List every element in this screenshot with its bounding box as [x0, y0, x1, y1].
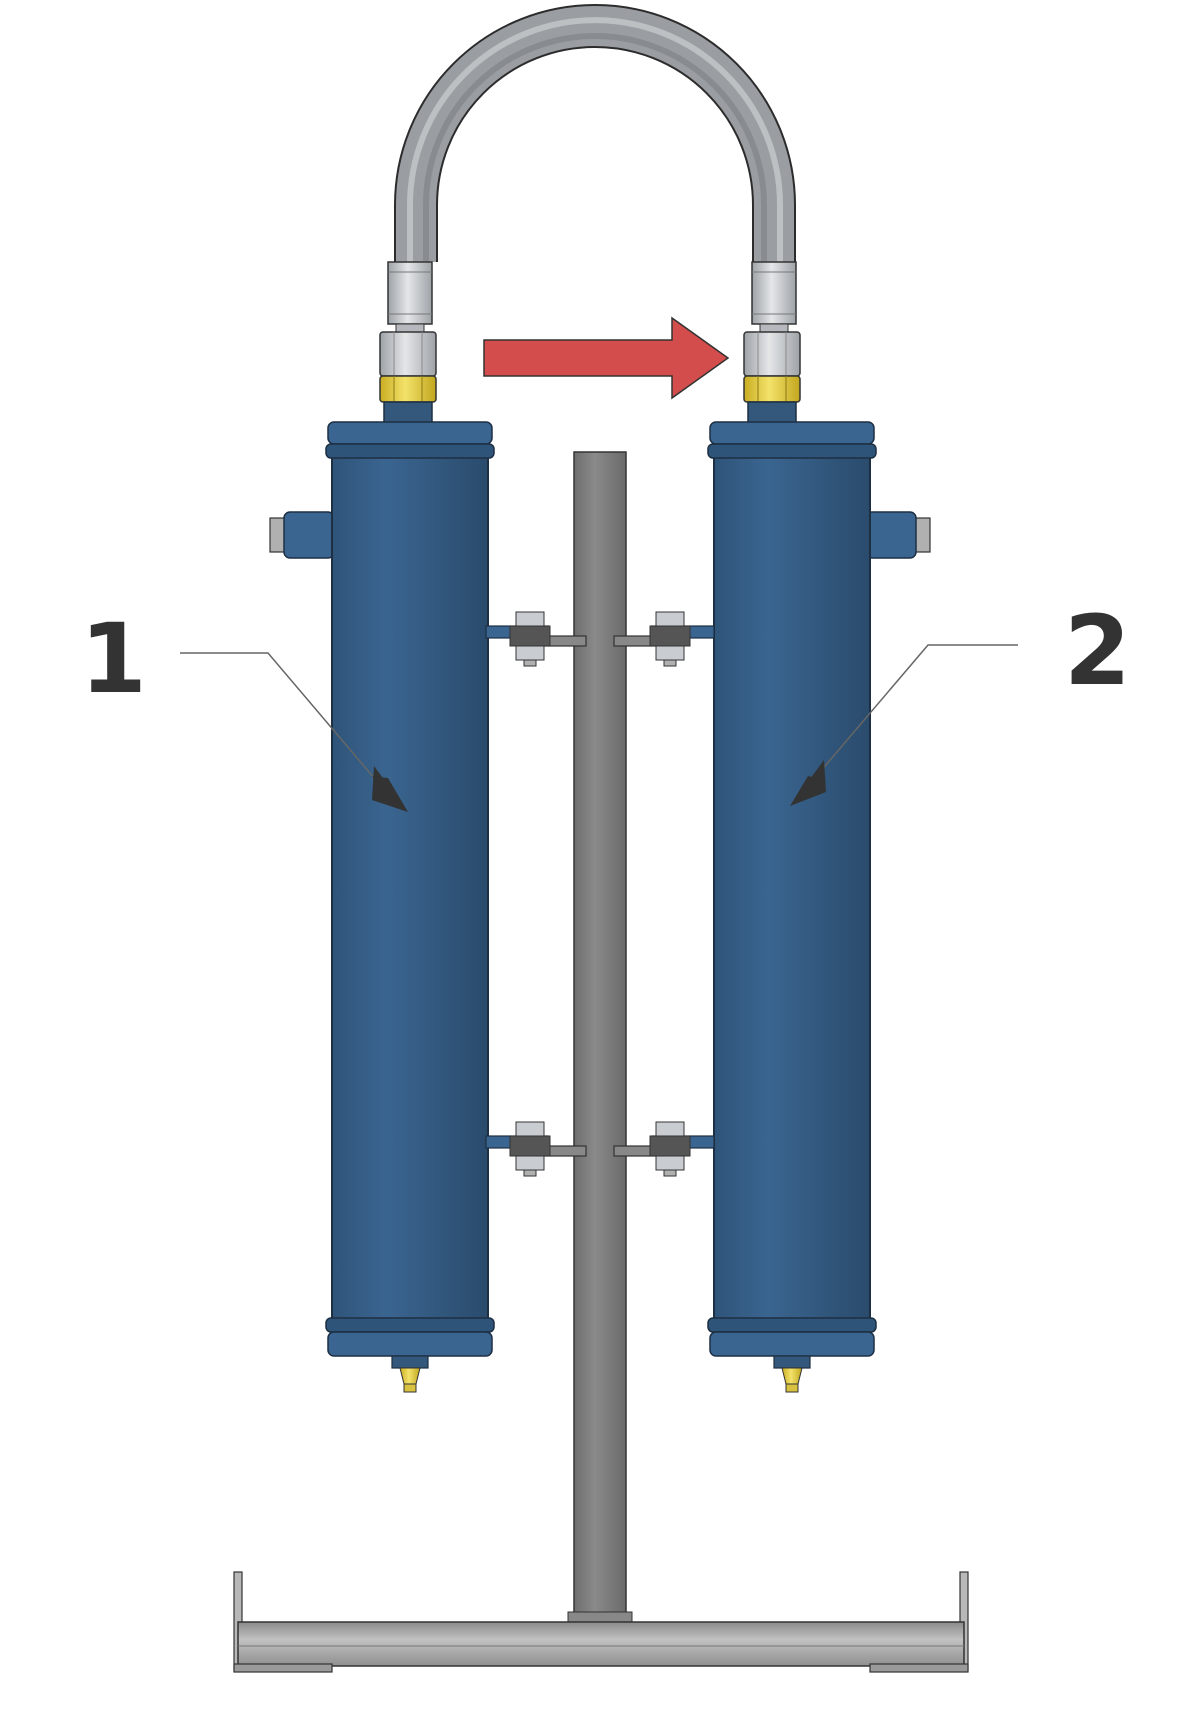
callout-leader-1 [180, 652, 408, 812]
hose [394, 4, 796, 262]
stand-base [233, 1571, 969, 1673]
filter-canister-2 [707, 421, 931, 1393]
stand-pole [567, 451, 633, 1623]
upper-brackets [485, 611, 715, 667]
callout-label-1: 1 [80, 603, 147, 715]
lower-brackets [485, 1121, 715, 1177]
filter-canister-1 [269, 421, 495, 1393]
callout-leader-2 [790, 644, 1018, 806]
right-hose-fitting [743, 261, 801, 425]
right-arrow-icon [483, 316, 730, 400]
left-hose-fitting [379, 261, 437, 425]
callout-label-2: 2 [1064, 595, 1131, 707]
